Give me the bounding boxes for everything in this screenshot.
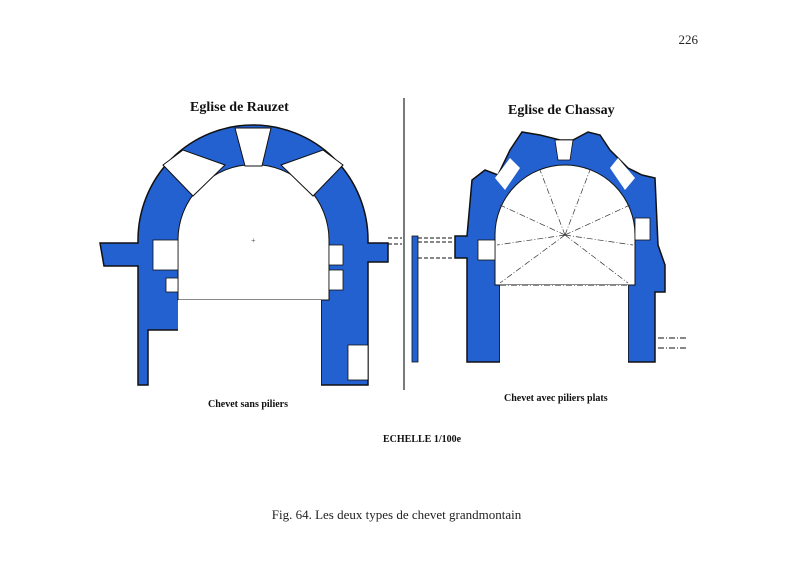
chassay-side-strip xyxy=(411,235,419,363)
rauzet-plan: + xyxy=(99,124,389,386)
chassay-title: Eglise de Chassay xyxy=(508,103,615,118)
figure-caption: Fig. 64. Les deux types de chevet grandm… xyxy=(271,507,522,522)
rauzet-window xyxy=(162,149,226,197)
vault-ribs xyxy=(496,169,634,284)
scale-label: ECHELLE 1/100e xyxy=(383,434,462,445)
page-number: 226 xyxy=(678,32,699,47)
chassay-plan xyxy=(388,131,686,365)
rauzet-window xyxy=(280,149,344,197)
rauzet-window xyxy=(234,127,272,167)
rauzet-subtitle: Chevet sans piliers xyxy=(208,399,288,410)
rauzet-title: Eglise de Rauzet xyxy=(190,100,289,115)
svg-text:+: + xyxy=(251,236,256,245)
chassay-interior xyxy=(494,164,636,286)
chassay-subtitle: Chevet avec piliers plats xyxy=(504,393,608,404)
